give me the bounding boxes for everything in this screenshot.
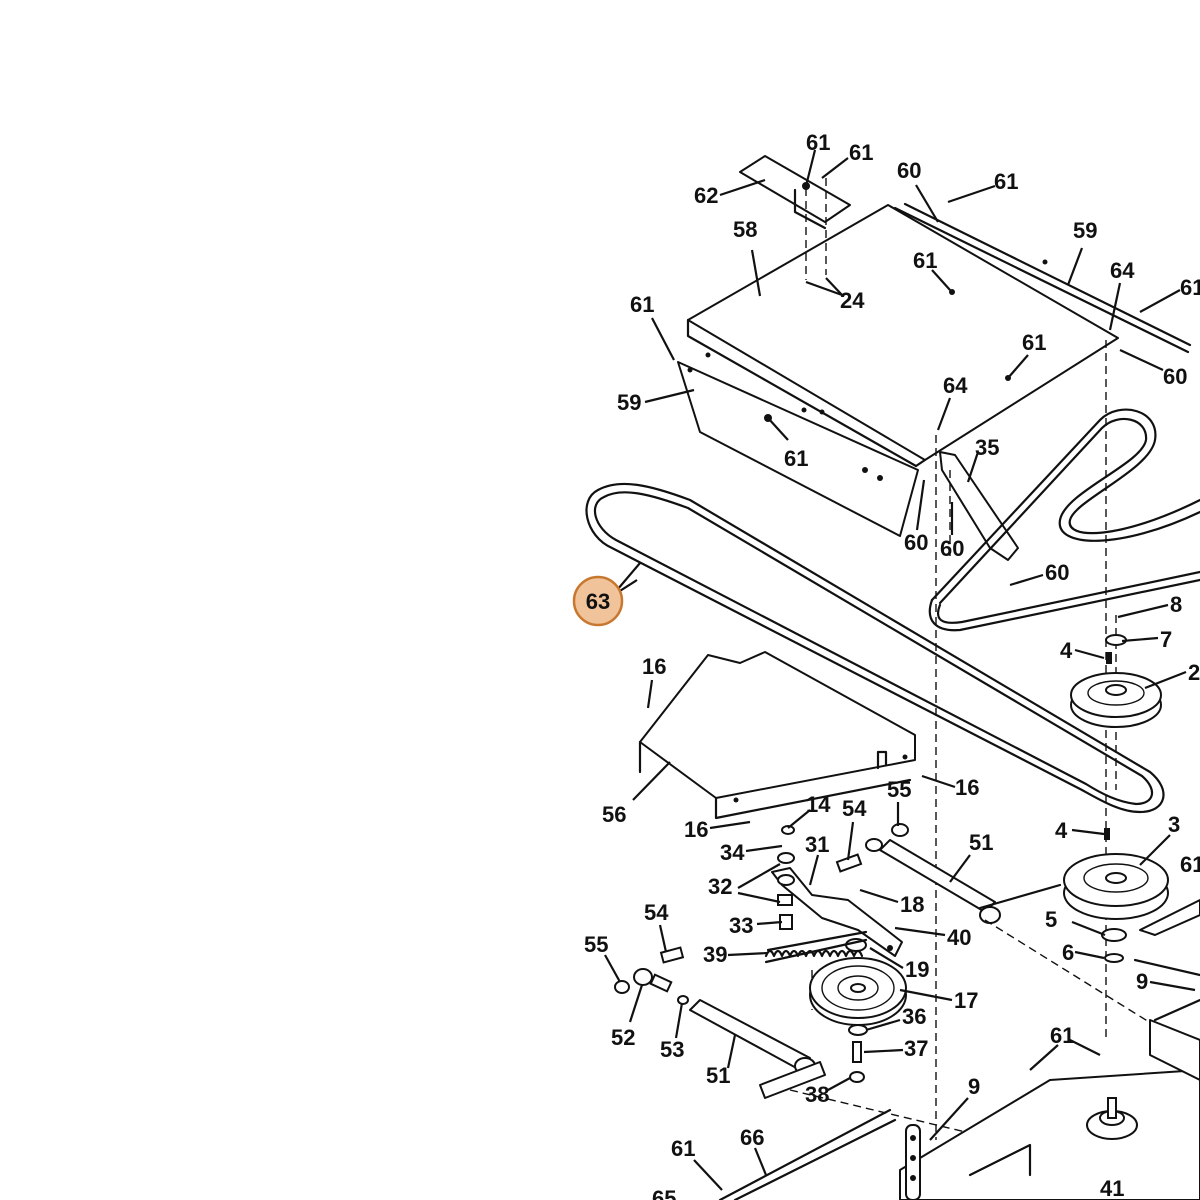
callout-label[interactable]: 60 [904, 530, 928, 555]
leaders [604, 149, 1196, 1191]
callout-label[interactable]: 61 [784, 446, 808, 471]
callout-label[interactable]: 58 [733, 217, 757, 242]
callout-label[interactable]: 3 [1168, 812, 1180, 837]
callout-label[interactable]: 31 [805, 832, 829, 857]
callout-label[interactable]: 18 [900, 892, 924, 917]
callout-label[interactable]: 64 [1110, 258, 1135, 283]
callout-label[interactable]: 61 [1180, 852, 1200, 877]
callout-label[interactable]: 51 [706, 1063, 730, 1088]
callout-label[interactable]: 61 [849, 140, 873, 165]
callout-label[interactable]: 55 [584, 932, 608, 957]
callout-63-label: 63 [586, 589, 610, 614]
pulley-2 [1070, 634, 1162, 728]
callout-label[interactable]: 4 [1060, 638, 1073, 663]
pulley-3 [1063, 828, 1169, 963]
callout-label[interactable]: 34 [720, 840, 745, 865]
callout-label[interactable]: 19 [905, 957, 929, 982]
callout-label[interactable]: 65 [652, 1186, 676, 1200]
callout-label[interactable]: 9 [1136, 969, 1148, 994]
callout-label[interactable]: 39 [703, 942, 727, 967]
callout-label[interactable]: 9 [968, 1074, 980, 1099]
callout-label[interactable]: 5 [1045, 907, 1057, 932]
callout-label[interactable]: 37 [904, 1036, 928, 1061]
callout-label[interactable]: 38 [805, 1082, 829, 1107]
callout-label[interactable]: 51 [969, 830, 993, 855]
bracket-35 [939, 451, 1019, 561]
callout-label[interactable]: 32 [708, 874, 732, 899]
belt-63 [585, 482, 1165, 814]
callout-label[interactable]: 61 [1050, 1023, 1074, 1048]
callout-label[interactable]: 54 [842, 796, 867, 821]
callout-63-highlight[interactable]: 63 [572, 575, 624, 627]
hardware-stack [777, 825, 795, 930]
bracket-62 [739, 155, 851, 230]
rail-59-right [893, 202, 1192, 354]
callout-label[interactable]: 40 [947, 925, 971, 950]
bar-66 [718, 1108, 897, 1200]
callout-label[interactable]: 6 [1062, 940, 1074, 965]
callout-label[interactable]: 16 [684, 817, 708, 842]
callout-label[interactable]: 17 [954, 988, 978, 1013]
idler-pulley-17 [809, 938, 907, 1083]
cover-plate-58 [686, 204, 1119, 468]
callout-label[interactable]: 4 [1055, 818, 1068, 843]
callout-label[interactable]: 64 [943, 373, 968, 398]
mower-deck [899, 899, 1200, 1200]
callout-label[interactable]: 36 [902, 1004, 926, 1029]
callout-label[interactable]: 61 [806, 130, 830, 155]
callout-label[interactable]: 60 [897, 158, 921, 183]
callout-label[interactable]: 59 [617, 390, 641, 415]
callout-label[interactable]: 16 [955, 775, 979, 800]
callout-label[interactable]: 61 [671, 1136, 695, 1161]
callout-label[interactable]: 54 [644, 900, 669, 925]
callout-label[interactable]: 8 [1170, 592, 1182, 617]
belt-upper-right [928, 408, 1200, 632]
callout-label[interactable]: 61 [913, 248, 937, 273]
guard-56 [638, 651, 916, 820]
callout-label[interactable]: 61 [994, 169, 1018, 194]
callout-label[interactable]: 59 [1073, 218, 1097, 243]
callout-labels: 61 61 62 60 61 58 59 61 64 61 24 61 59 6… [584, 130, 1200, 1200]
callout-label[interactable]: 62 [694, 183, 718, 208]
callout-label[interactable]: 55 [887, 777, 911, 802]
tie-rod-51-upper [879, 839, 1171, 1036]
callout-label[interactable]: 16 [642, 654, 666, 679]
callout-label[interactable]: 53 [660, 1037, 684, 1062]
callout-label[interactable]: 61 [630, 292, 654, 317]
callout-label[interactable]: 61 [1180, 275, 1200, 300]
callout-label[interactable]: 33 [729, 913, 753, 938]
callout-label[interactable]: 56 [602, 802, 626, 827]
callout-label[interactable]: 7 [1160, 627, 1172, 652]
callout-label[interactable]: 60 [1163, 364, 1187, 389]
callout-label[interactable]: 24 [840, 288, 865, 313]
callout-label[interactable]: 2 [1188, 660, 1200, 685]
callout-label[interactable]: 60 [940, 536, 964, 561]
bolt-54-upper [835, 823, 909, 873]
spring-39 [764, 930, 868, 964]
callout-label[interactable]: 60 [1045, 560, 1069, 585]
callout-label[interactable]: 61 [1022, 330, 1046, 355]
chain-bracket [905, 1124, 921, 1200]
callout-label[interactable]: 52 [611, 1025, 635, 1050]
callout-label[interactable]: 66 [740, 1125, 764, 1150]
callout-label[interactable]: 14 [806, 792, 831, 817]
callout-label[interactable]: 41 [1100, 1176, 1124, 1200]
callout-label[interactable]: 35 [975, 435, 999, 460]
